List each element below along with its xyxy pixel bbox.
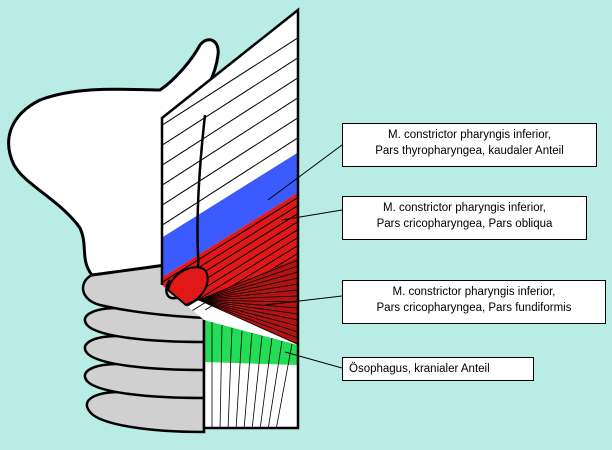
label-line: M. constrictor pharyngis inferior, — [388, 129, 551, 141]
label-line: M. constrictor pharyngis inferior, — [392, 286, 556, 298]
label-line: Pars cricopharyngea, Pars obliqua — [376, 218, 553, 230]
trachea-ring — [83, 362, 206, 400]
label-thyropharyngea: M. constrictor pharyngis inferior, Pars … — [342, 123, 597, 167]
blue-band — [162, 145, 298, 285]
label-oesophagus: Ösophagus, kranialer Anteil — [342, 357, 534, 381]
tracheal-rings — [83, 306, 206, 434]
label-line: Pars thyropharyngea, kaudaler Anteil — [375, 145, 564, 157]
label-line: M. constrictor pharyngis inferior, — [383, 202, 546, 214]
trachea-ring — [83, 334, 206, 372]
label-obliqua: M. constrictor pharyngis inferior, Pars … — [342, 196, 587, 240]
leader-lines — [264, 144, 343, 369]
label-line: Pars cricopharyngea, Pars fundiformis — [376, 302, 572, 314]
wall-outline — [160, 7, 300, 430]
trachea-ring — [85, 390, 206, 434]
label-fundiformis: M. constrictor pharyngis inferior, Pars … — [342, 280, 606, 324]
oesophagus — [204, 320, 298, 428]
label-line: Ösophagus, kranialer Anteil — [349, 363, 490, 375]
cricoid-horn-red — [166, 266, 209, 307]
